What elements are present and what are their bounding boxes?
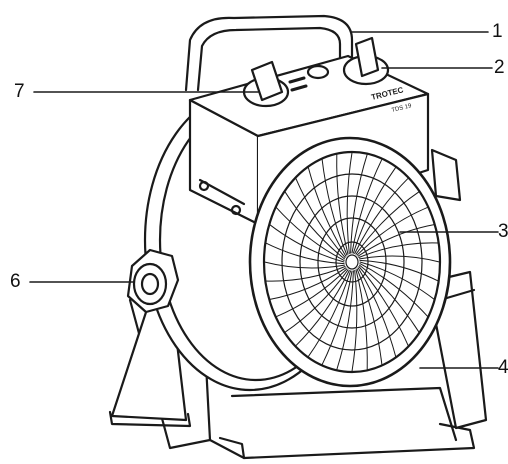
grille-spoke xyxy=(264,266,346,282)
grille-spoke xyxy=(346,151,353,254)
callout-6: 6 xyxy=(10,271,21,292)
model-label: TDS 19 xyxy=(391,103,413,114)
grille-spoke xyxy=(356,268,383,366)
grille-spoke xyxy=(295,177,346,258)
callout-4: 4 xyxy=(498,357,508,378)
grille-spoke xyxy=(358,242,440,258)
mode-switch-knob xyxy=(242,60,308,108)
grille-spoke xyxy=(350,153,368,254)
grille-spoke xyxy=(355,269,368,371)
grille-spoke xyxy=(307,270,352,358)
carrying-handle xyxy=(184,14,354,92)
grille-spoke xyxy=(321,270,353,366)
grille-spoke xyxy=(355,190,420,255)
front-grille xyxy=(248,136,452,388)
callout-1: 1 xyxy=(492,21,503,42)
callout-7: 7 xyxy=(14,81,25,102)
grille-spoke xyxy=(358,266,409,347)
callout-3: 3 xyxy=(498,221,508,242)
locking-knob xyxy=(126,248,180,314)
grille-spoke xyxy=(359,263,429,318)
thermostat-knob xyxy=(342,36,390,86)
grille-spoke xyxy=(359,264,420,334)
grille-spoke xyxy=(275,206,345,261)
callout-2: 2 xyxy=(494,57,505,78)
grille-spoke xyxy=(336,153,349,255)
grille-spoke xyxy=(359,259,440,282)
grille-spoke xyxy=(359,255,441,263)
grille-spoke xyxy=(284,269,349,334)
side-bracket xyxy=(430,148,462,202)
grille-spoke xyxy=(294,270,350,347)
grille-spoke xyxy=(351,270,358,373)
grille-spoke xyxy=(263,261,345,269)
grille-spoke xyxy=(268,267,347,300)
grille-spoke xyxy=(352,166,397,254)
grille-spoke xyxy=(275,268,348,318)
grille-spoke xyxy=(268,223,345,263)
grille-spoke xyxy=(321,158,348,256)
grille-spoke xyxy=(357,224,436,257)
grille-spoke xyxy=(307,166,347,257)
grille-spoke xyxy=(351,158,383,254)
grille-spoke xyxy=(336,270,354,371)
grille-spoke xyxy=(356,206,429,256)
grille-spoke xyxy=(354,177,410,254)
grille-spoke xyxy=(357,267,397,358)
grille-spoke xyxy=(359,261,436,301)
grille-spoke xyxy=(264,242,345,265)
callout-lines xyxy=(29,31,499,369)
grille-spoke xyxy=(284,190,345,260)
